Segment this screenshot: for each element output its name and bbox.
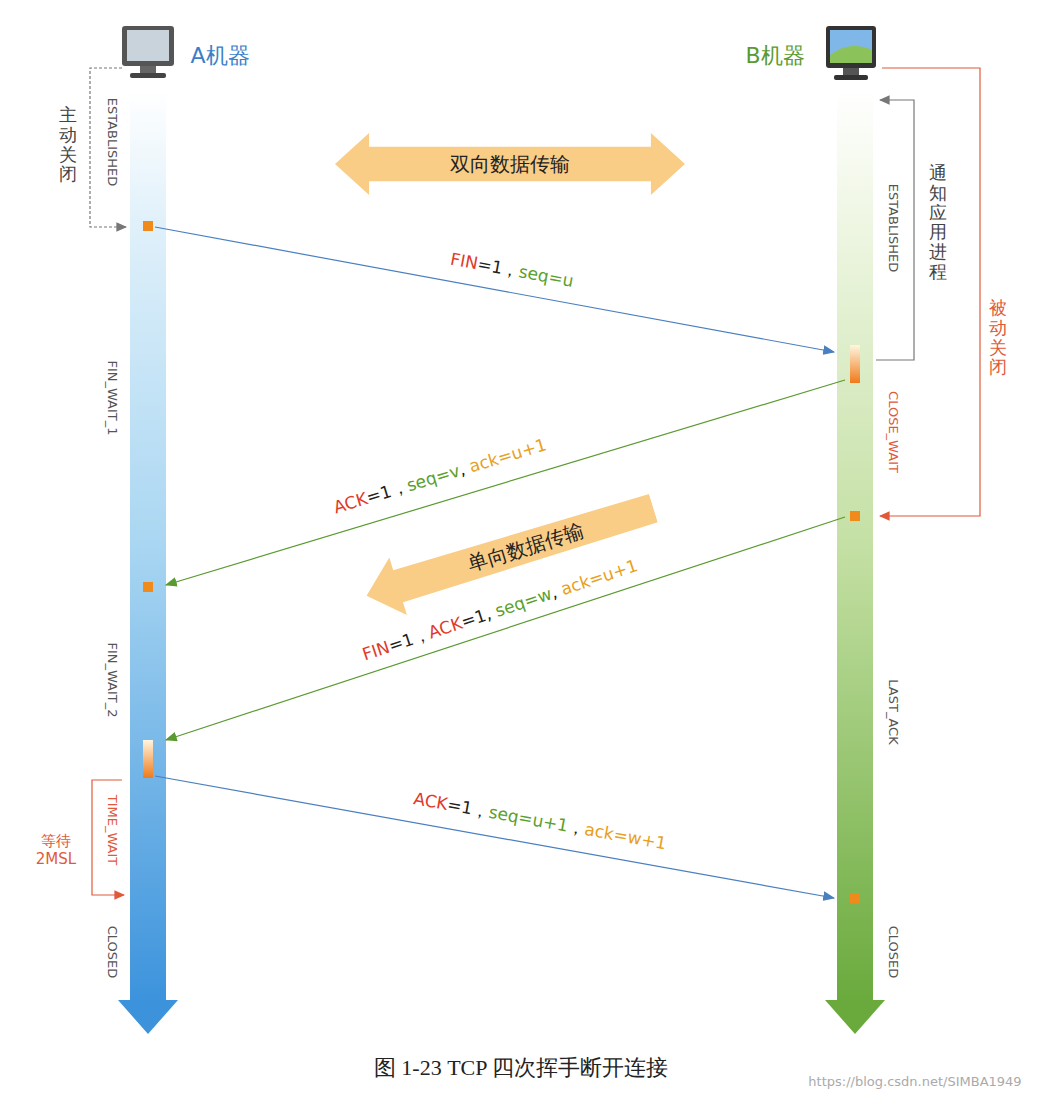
data-arrow-shape: 双向数据传输 [335,133,685,195]
machine-name: A机器 [190,43,249,69]
message-part: =1， [386,624,432,656]
computer-icon [826,26,876,80]
event-mark [850,511,860,521]
message-part: ACK [426,613,465,643]
bracket [880,68,980,516]
computer-icon [122,26,174,78]
message-part: seq=v [404,460,462,495]
action-note: 被动关闭 [989,298,1007,377]
message-part: ack=u+1 [467,434,549,476]
state-label: TIME_WAIT [104,795,120,866]
arrow-text: 单向数据传输 [464,517,587,578]
message-part: =1, [458,602,498,632]
message-part: seq=u [517,261,575,291]
bracket [92,780,124,895]
event-mark [850,345,860,383]
message-part: seq=u+1 [487,802,569,836]
state-label: FIN_WAIT_1 [104,360,120,435]
message-arrow [166,517,845,740]
action-note: 主动关闭 [59,105,77,184]
bracket [90,68,126,227]
state-label: CLOSED [885,926,901,979]
message-part: ACK [412,788,449,814]
message-part: FIN [449,249,480,274]
action-note: 等待 2MSL [34,832,79,868]
message-arrow [155,227,834,352]
timeline-a [118,90,178,1034]
action-note: 通知应用进程 [929,163,947,282]
state-label: CLOSE_WAIT [885,391,901,473]
timeline-b [825,90,885,1034]
message-part: =1， [446,794,491,821]
state-label: ESTABLISHED [104,98,120,187]
event-mark [143,221,153,231]
message-label: ACK=1，seq=v, ack=u+1 [331,434,549,517]
watermark: https://blog.csdn.net/SIMBA1949 [808,1074,1021,1090]
state-label: CLOSED [104,926,120,979]
message-part: ack=w+1 [583,819,668,853]
arrow-body [358,479,662,624]
event-mark [850,893,860,903]
message-part: ack=u+1 [558,555,640,599]
message-label: ACK=1，seq=u+1，ack=w+1 [412,788,668,853]
message-part: =1， [476,254,521,281]
arrow-text: 双向数据传输 [450,151,570,178]
event-mark [143,740,153,778]
state-label: ESTABLISHED [885,184,901,273]
bracket [876,100,914,360]
event-mark [143,582,153,592]
state-label: LAST_ACK [885,679,901,744]
message-arrow [155,776,834,898]
message-part: ACK [331,488,370,517]
machine-name: B机器 [745,43,804,69]
message-part: =1， [364,476,410,507]
figure-caption: 图 1-23 TCP 四次挥手断开连接 [374,1055,668,1081]
arrow-body [335,133,685,195]
state-label: FIN_WAIT_2 [104,642,120,717]
message-arrow [166,380,845,585]
